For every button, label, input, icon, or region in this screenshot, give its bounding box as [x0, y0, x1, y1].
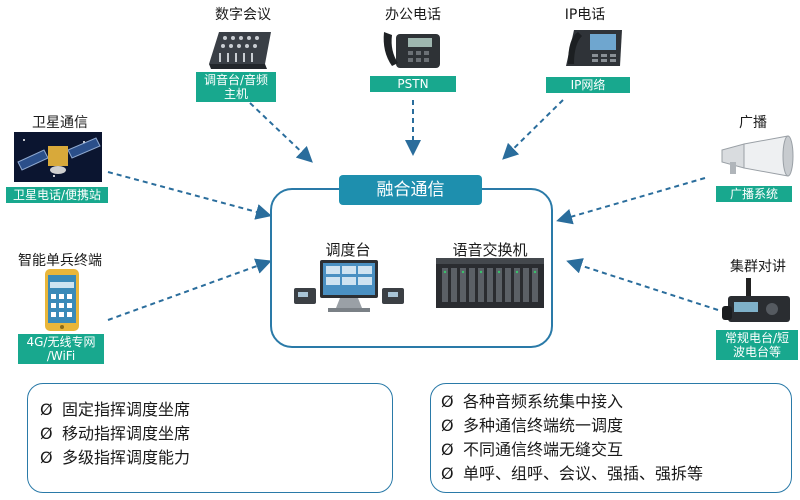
hub-title: 融合通信: [339, 175, 482, 205]
arrow-soldier-terminal: [107, 258, 272, 321]
bullet-icon: Ø: [441, 464, 454, 483]
office-phone-tag: PSTN: [370, 76, 456, 92]
features-left-text: 多级指挥调度能力: [62, 448, 191, 467]
features-right-text: 各种音频系统集中接入: [463, 392, 624, 411]
features-left-item: Ø 多级指挥调度能力: [40, 446, 190, 470]
bullet-icon: Ø: [40, 448, 53, 467]
features-right-item: Ø 各种音频系统集中接入: [441, 390, 703, 414]
dispatch-console-label: 调度台: [325, 241, 371, 259]
voice-switch-label: 语音交换机: [452, 241, 528, 259]
trunk-radio-title: 集群对讲: [730, 259, 786, 275]
digital-conference-tag: 调音台/音频 主机: [196, 72, 276, 102]
loudspeaker-icon: [721, 135, 794, 177]
soldier-terminal-tag: 4G/无线专网 /WiFi: [18, 334, 104, 364]
arrow-ip-phone: [502, 99, 564, 160]
features-right-item: Ø 单呼、组呼、会议、强插、强拆等: [441, 462, 703, 486]
arrow-trunk-radio: [566, 258, 719, 311]
bullet-icon: Ø: [441, 392, 454, 411]
bullet-icon: Ø: [40, 400, 53, 419]
ip-phone-icon: [566, 30, 622, 66]
features-right-text: 单呼、组呼、会议、强插、强拆等: [463, 464, 704, 483]
radio-icon: [722, 278, 790, 322]
digital-conference-title: 数字会议: [215, 7, 271, 23]
arrow-satellite: [107, 171, 272, 220]
features-right-text: 多种通信终端统一调度: [463, 416, 624, 435]
arrow-digital-conference: [249, 102, 313, 163]
trunk-radio-tag: 常规电台/短 波电台等: [716, 330, 798, 360]
satellite-title: 卫星通信: [32, 115, 88, 131]
broadcast-tag: 广播系统: [716, 186, 792, 202]
soldier-terminal-tag-line2: /WiFi: [46, 349, 76, 363]
mixer-icon: [209, 32, 271, 69]
satellite-icon: [14, 132, 102, 182]
features-left-text: 移动指挥调度坐席: [62, 424, 191, 443]
bullet-icon: Ø: [441, 416, 454, 435]
soldier-terminal-title: 智能单兵终端: [18, 253, 102, 269]
soldier-terminal-tag-line1: 4G/无线专网: [26, 335, 96, 349]
voice-switch-icon: [436, 258, 544, 308]
ip-phone-title: IP电话: [564, 7, 606, 23]
features-left-box: Ø 固定指挥调度坐席 Ø 移动指挥调度坐席 Ø 多级指挥调度能力: [27, 383, 393, 493]
dispatch-console-icon: [294, 260, 404, 312]
ip-phone-tag: IP网络: [546, 77, 630, 93]
features-right-box: Ø 各种音频系统集中接入 Ø 多种通信终端统一调度 Ø 不同通信终端无缝交互 Ø 单呼、…: [430, 383, 792, 493]
features-right-text: 不同通信终端无缝交互: [463, 440, 624, 459]
trunk-radio-tag-line1: 常规电台/短: [724, 331, 790, 345]
features-right-item: Ø 不同通信终端无缝交互: [441, 438, 703, 462]
digital-conference-tag-line2: 主机: [223, 87, 248, 101]
digital-conference-tag-line1: 调音台/音频: [203, 73, 269, 87]
smartphone-icon: [45, 269, 79, 331]
features-left-text: 固定指挥调度坐席: [62, 400, 191, 419]
features-right-item: Ø 多种通信终端统一调度: [441, 414, 703, 438]
desk-phone-icon: [383, 32, 440, 68]
features-left-item: Ø 移动指挥调度坐席: [40, 422, 190, 446]
office-phone-title: 办公电话: [385, 7, 441, 23]
arrow-broadcast: [556, 177, 706, 225]
bullet-icon: Ø: [40, 424, 53, 443]
broadcast-title: 广播: [739, 115, 767, 131]
trunk-radio-tag-line2: 波电台等: [732, 345, 781, 359]
bullet-icon: Ø: [441, 440, 454, 459]
features-left-item: Ø 固定指挥调度坐席: [40, 398, 190, 422]
satellite-tag: 卫星电话/便携站: [6, 187, 108, 203]
